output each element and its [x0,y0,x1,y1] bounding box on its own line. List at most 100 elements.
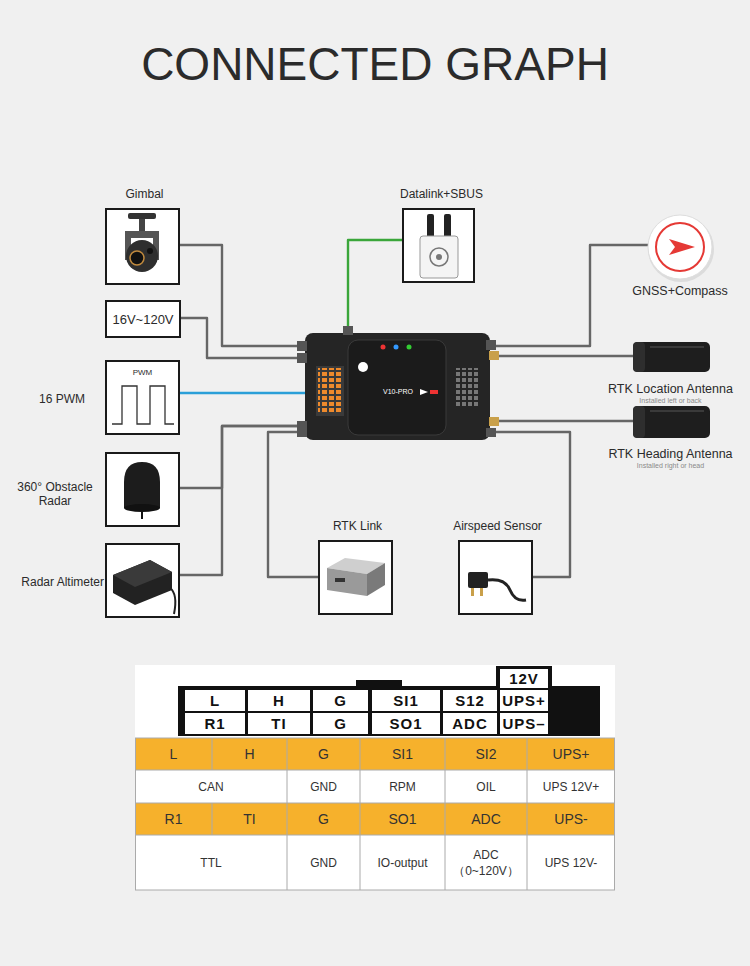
table-head-cell: G [287,803,360,835]
voltage-box: 16V~120V [105,300,181,338]
gimbal-picture [128,213,156,219]
table-cell: GND [287,835,360,890]
gimbal-picture [126,240,158,272]
rtk-link-picture [327,568,367,596]
connector-pinout-picture [178,686,600,736]
flight-controller-picture [297,353,307,363]
datalink-picture [430,248,448,266]
flight-controller-picture [456,368,480,408]
pwm-waveform [112,386,174,424]
gnss-compass-picture [648,216,714,282]
pin-label: L [185,690,245,711]
box-ground [318,540,393,615]
datalink-picture [427,214,434,238]
radar-altimeter-picture [170,588,175,614]
picture-box: Airspeed Sensor [458,540,533,615]
flight-controller-picture [420,389,428,395]
table-cell: CAN [135,770,287,803]
table-head-cell: H [212,738,287,770]
connector-line [490,245,648,346]
flight-controller-picture [430,390,438,394]
pin-table-grid [135,803,615,835]
table-cell: ADC （0~120V） [445,835,527,890]
datalink-picture [444,214,451,238]
rtk-antenna-picture [633,406,645,438]
pin-label: R1 [185,713,245,734]
pin-label: H [248,690,310,711]
flight-controller-picture [318,368,342,414]
airspeed-sensor-picture [471,588,474,596]
flight-controller-picture [348,340,446,435]
gnss-compass-picture [648,215,714,282]
rtk-link-picture [327,558,385,596]
picture-box: 360° Obstacle Radar [105,452,180,527]
box-ground [105,452,180,527]
table-cell: IO-output [360,835,445,890]
node-label: GNSS+Compass [623,284,737,298]
node-note: PWM [107,368,178,377]
connector-pinout-picture [356,680,402,688]
pin-label: UPS+ [500,690,548,711]
node-label: Radar Altimeter [21,575,104,589]
flight-controller: V10-PRO [305,333,490,440]
table-cell: RPM [360,770,445,803]
table-head-cell: SO1 [360,803,445,835]
flight-controller-picture [297,326,499,440]
table-head-cell: R1 [135,803,212,835]
pin-label: 12V [500,669,548,688]
box-ground [105,360,180,435]
pin-label: G [313,690,368,711]
airspeed-sensor-picture [480,588,483,596]
radar-altimeter-picture [113,560,172,587]
table-head-cell: TI [212,803,287,835]
flight-controller-picture [407,345,412,350]
rtk-antenna-picture [633,342,710,372]
node-label: RTK Link [290,519,425,533]
connector-line [490,420,633,422]
rtk-link-picture [335,578,345,582]
box-ground [105,208,180,285]
table-head-cell: UPS- [527,803,615,835]
pin-table-grid [135,770,615,803]
pin-table-grid [135,738,615,770]
node-label: 16 PWM [39,392,85,406]
datalink-picture [436,254,442,260]
pin-table-grid [212,803,213,835]
antenna-node: RTK Location AntennaInstalled left or ba… [633,342,710,372]
antenna-node: RTK Heading AntennaInstalled right or he… [633,406,710,438]
table-cell: UPS 12V+ [527,770,615,803]
gimbal-picture [125,213,159,272]
connector-line [268,432,318,577]
obstacle-radar-picture [124,462,160,519]
pin-table-grid [212,738,213,770]
table-head-cell: ADC [445,803,527,835]
box-ground [458,540,533,615]
connector-line [180,392,305,394]
node-note: Installed right or head [593,462,748,469]
rtk-antenna-picture [650,346,704,348]
datalink-picture [420,214,458,278]
gnss-compass-picture [648,215,712,279]
airspeed-sensor-picture [488,580,526,601]
flight-controller-picture [343,326,353,335]
flight-controller-picture [486,340,496,350]
picture-box: 16 PWMPWM [105,360,180,435]
pin-table-grid [135,890,615,891]
pwm-waveform [112,386,174,424]
box-ground [105,208,533,618]
pin-table-grid [527,738,528,890]
gimbal-picture [130,251,144,265]
flight-controller-picture [316,366,344,416]
rtk-antenna-picture [633,406,710,438]
obstacle-radar-picture [124,462,160,508]
pin-table-grid [135,738,615,890]
pin-table-grid [360,738,361,890]
pin-table-grid [135,738,615,739]
flight-controller-picture [394,345,399,350]
pin-table-grid [135,738,615,890]
flight-controller-picture [297,341,307,351]
table-cell: UPS 12V- [527,835,615,890]
pin-label: TI [248,713,310,734]
